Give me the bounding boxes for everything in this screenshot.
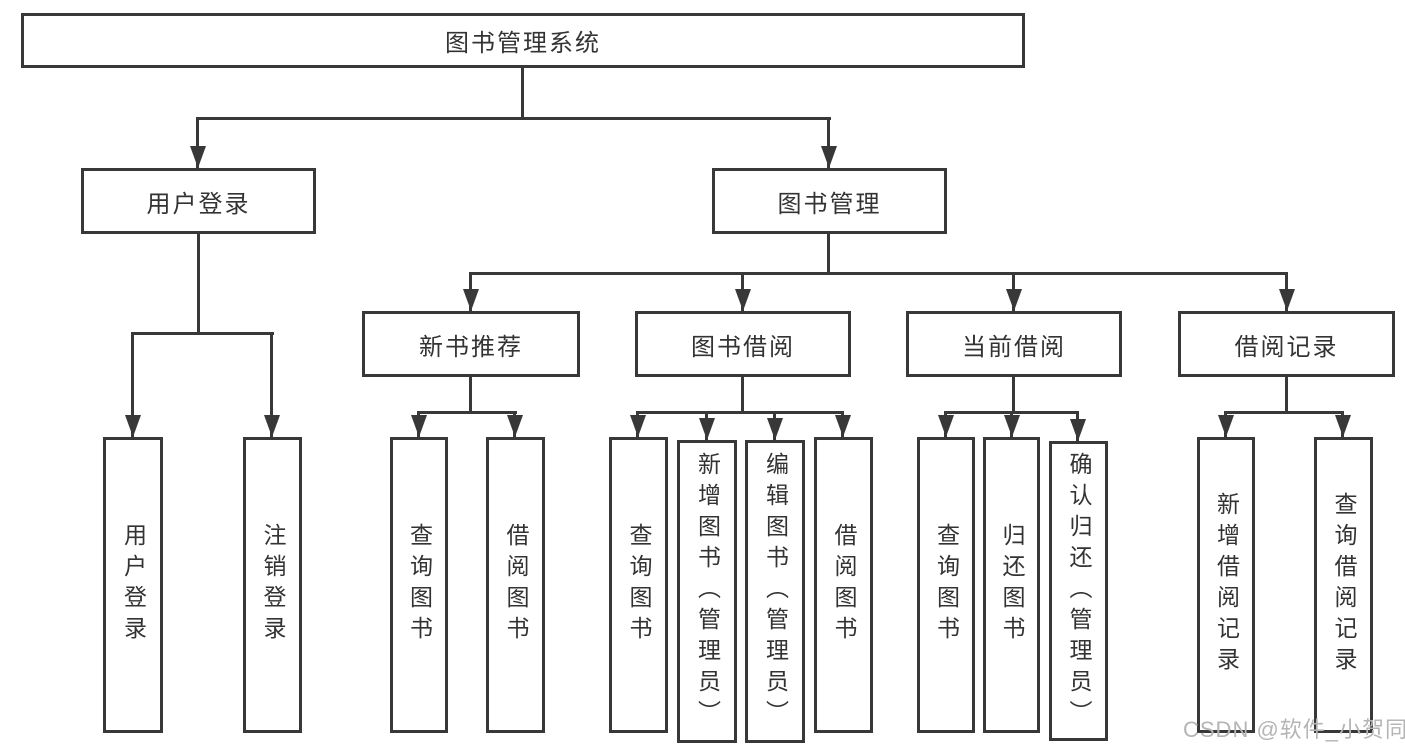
node-label: 图书借阅 (691, 333, 795, 361)
node-label: 查询图书 (406, 523, 433, 647)
csdn-watermark: CSDN @软件_小贺同学 (1183, 717, 1405, 742)
connector-line (469, 377, 472, 414)
node-current-borrowing: 当前借阅 (906, 311, 1122, 377)
node-user-login: 用户登录 (81, 168, 316, 234)
arrow-down-icon (827, 117, 830, 168)
connector-line (1224, 411, 1344, 414)
arrow-down-icon (469, 272, 472, 311)
node-label: 用户登录 (120, 523, 147, 647)
arrow-down-icon (705, 411, 708, 440)
leaf-confirm-return-admin: 确认归还（管理员） (1049, 441, 1108, 741)
node-label: 查询图书 (933, 523, 960, 647)
arrow-down-icon (513, 411, 516, 437)
connector-line (827, 234, 830, 275)
arrow-down-icon (944, 411, 947, 437)
node-book-management: 图书管理 (712, 168, 947, 234)
arrow-down-icon (1285, 272, 1288, 311)
node-label: 查询图书 (626, 523, 652, 647)
leaf-return-book: 归还图书 (983, 437, 1040, 733)
node-new-book-recommendation: 新书推荐 (362, 311, 580, 377)
connector-line (469, 272, 1288, 275)
node-label: 查询借阅记录 (1331, 492, 1357, 678)
arrow-down-icon (196, 117, 199, 168)
leaf-add-borrow-record: 新增借阅记录 (1197, 437, 1255, 733)
leaf-add-book-admin: 新增图书（管理员） (677, 440, 737, 743)
node-label: 新增图书（管理员） (694, 452, 721, 731)
node-label: 借阅图书 (831, 523, 857, 647)
node-label: 新书推荐 (419, 333, 523, 361)
arrow-down-icon (1224, 411, 1227, 437)
leaf-borrow-books-recommend: 借阅图书 (486, 437, 545, 733)
leaf-query-books-borrowing: 查询图书 (609, 437, 668, 733)
node-borrowing-records: 借阅记录 (1178, 311, 1395, 377)
node-label: 归还图书 (999, 523, 1025, 647)
node-book-borrowing: 图书借阅 (635, 311, 851, 377)
arrow-down-icon (417, 411, 420, 437)
node-label: 当前借阅 (962, 333, 1066, 361)
leaf-query-books-recommend: 查询图书 (390, 437, 448, 733)
node-label: 图书管理系统 (445, 30, 601, 57)
arrow-down-icon (773, 411, 776, 440)
leaf-edit-book-admin: 编辑图书（管理员） (745, 440, 805, 743)
arrow-down-icon (1076, 411, 1079, 441)
arrow-down-icon (1010, 411, 1013, 437)
connector-line (741, 377, 744, 414)
node-library-management-system: 图书管理系统 (21, 13, 1025, 68)
node-label: 用户登录 (146, 190, 251, 218)
leaf-query-borrow-record: 查询借阅记录 (1314, 437, 1373, 733)
arrow-down-icon (1341, 411, 1344, 437)
connector-line (197, 234, 200, 335)
node-label: 借阅记录 (1234, 333, 1339, 361)
node-label: 注销登录 (260, 523, 286, 647)
connector-line (417, 411, 517, 414)
arrow-down-icon (841, 411, 844, 437)
node-label: 编辑图书（管理员） (762, 452, 789, 731)
arrow-down-icon (270, 332, 273, 437)
leaf-logout: 注销登录 (243, 437, 302, 733)
connector-line (131, 332, 274, 335)
node-label: 借阅图书 (503, 523, 529, 647)
node-label: 确认归还（管理员） (1066, 451, 1092, 731)
connector-line (1012, 377, 1015, 414)
node-label: 图书管理 (777, 190, 882, 218)
arrow-down-icon (741, 272, 744, 311)
node-label: 新增借阅记录 (1213, 492, 1240, 678)
arrow-down-icon (131, 332, 134, 437)
connector-line (197, 117, 831, 120)
leaf-borrow-books-borrowing: 借阅图书 (814, 437, 873, 733)
arrow-down-icon (1012, 272, 1015, 311)
connector-line (521, 68, 524, 119)
connector-line (636, 411, 844, 414)
arrow-down-icon (636, 411, 639, 437)
leaf-query-books-current: 查询图书 (917, 437, 975, 733)
connector-line (1285, 377, 1288, 414)
leaf-user-login: 用户登录 (103, 437, 163, 733)
